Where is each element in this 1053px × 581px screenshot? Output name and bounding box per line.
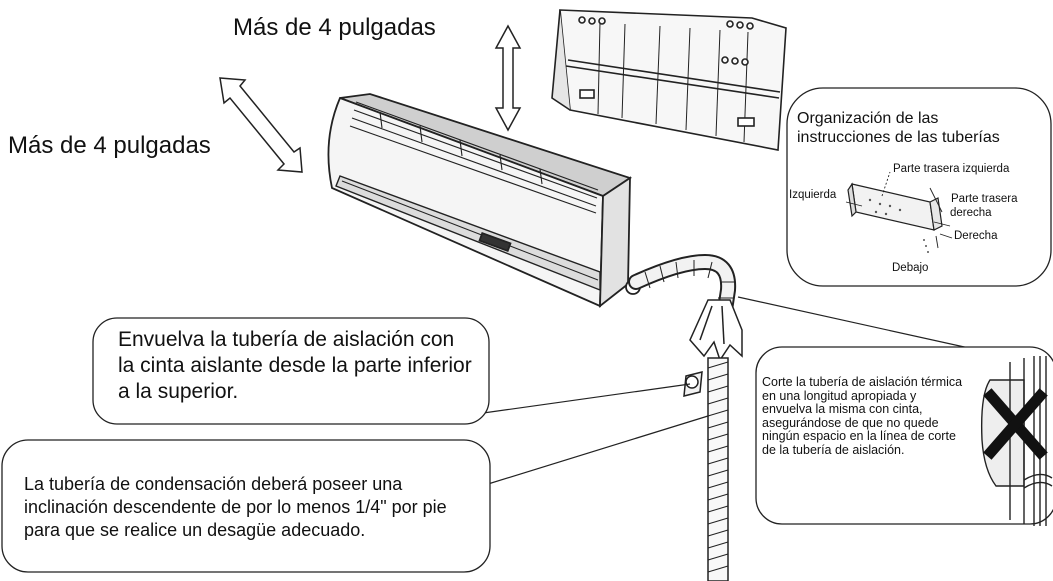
drain-slope-callout: La tubería de condensación deberá poseer… [24, 474, 447, 540]
label-right: Derecha [954, 230, 998, 242]
clearance-top-label: Más de 4 pulgadas [233, 14, 436, 41]
piping-inset-unit [845, 171, 953, 253]
label-rear-left: Parte trasera izquierda [893, 163, 1010, 175]
clearance-arrow-side [219, 77, 303, 173]
indoor-unit [327, 93, 641, 308]
label-bottom: Debajo [892, 262, 929, 274]
mounting-plate [551, 9, 787, 151]
x-mark-icon [983, 388, 1048, 460]
label-rear-right-1: Parte trasera [951, 193, 1018, 205]
pipe-bundle [628, 253, 743, 581]
piping-inset-title-2: instrucciones de las tuberías [797, 129, 1000, 146]
wrap-tape-callout: Envuelva la tubería de aislación con la … [118, 328, 472, 403]
cut-insulation-callout: Corte la tubería de aislación térmica en… [762, 375, 963, 457]
leader-lines [461, 296, 979, 485]
callout-bubbles [1, 87, 1053, 573]
clearance-side-label: Más de 4 pulgadas [8, 132, 211, 159]
label-left: Izquierda [789, 189, 837, 201]
clearance-arrow-top [494, 24, 522, 132]
piping-inset-title-1: Organización de las [797, 110, 939, 127]
label-rear-right-2: derecha [950, 207, 992, 219]
